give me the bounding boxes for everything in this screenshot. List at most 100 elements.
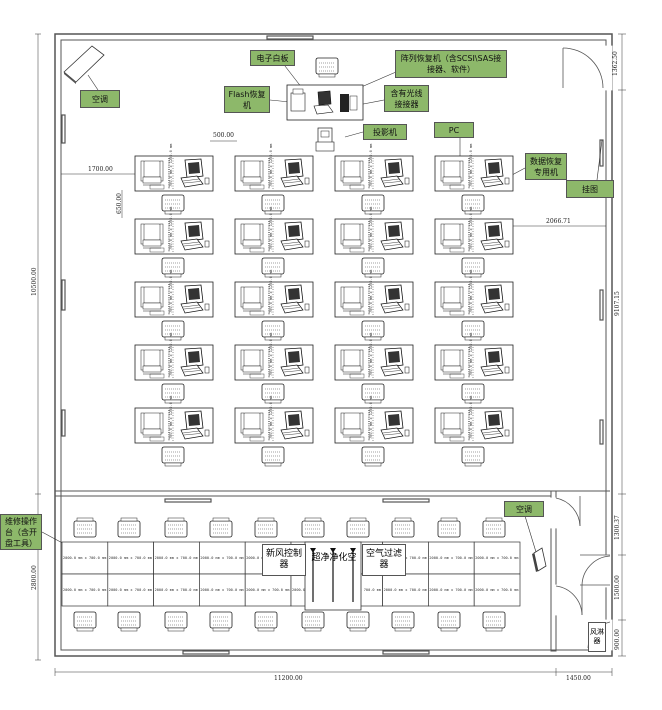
- label-whiteboard: 电子白板: [250, 50, 295, 66]
- ac-unit-bottom: [532, 547, 547, 572]
- dim-11200: 11200.00: [274, 675, 303, 682]
- bench-size-label: 2000.0 mm x 700.0 mm: [155, 556, 198, 560]
- bench-cell: [428, 541, 475, 575]
- desk-size-label: 700.0 mm x 1200.0 mm: [169, 333, 173, 376]
- bench-chair-top: [391, 517, 415, 538]
- server-station: [286, 84, 364, 121]
- desk-size-label: 700.0 mm x 1200.0 mm: [269, 144, 273, 187]
- projector: [315, 127, 335, 152]
- desk-chair: [261, 257, 285, 278]
- desk-size-label: 700.0 mm x 1200.0 mm: [469, 333, 473, 376]
- bench-size-label: 2000.0 mm x 700.0 mm: [155, 588, 198, 592]
- desk-size-label: 700.0 mm x 1200.0 mm: [469, 207, 473, 250]
- bench-cell: [244, 573, 292, 607]
- desk-size-label: 700.0 mm x 1200.0 mm: [469, 396, 473, 439]
- label-ac-bottom: 空调: [504, 501, 544, 517]
- bench-size-label: 2000.0 mm x 700.0 mm: [246, 588, 289, 592]
- window-marks: [61, 35, 604, 655]
- bench-chair-bottom: [437, 611, 461, 632]
- bench-size-label: 2000.0 mm x 700.0 mm: [63, 588, 106, 592]
- desk-size-label: 700.0 mm x 1200.0 mm: [469, 270, 473, 313]
- dim-650: 650.00: [116, 193, 123, 214]
- workstation-desk: [134, 344, 214, 381]
- workstation-desk: [334, 407, 414, 444]
- desk-chair: [361, 257, 385, 278]
- dim-1362: 1362.50: [612, 51, 619, 76]
- desk-size-label: 700.0 mm x 1200.0 mm: [369, 270, 373, 313]
- label-repair-bench: 维修操作台（含开盘工具）: [0, 514, 42, 550]
- label-recovery-machine: 数据恢复专用机: [525, 153, 567, 180]
- bench-chair-bottom: [164, 611, 188, 632]
- desk-size-label: 700.0 mm x 1200.0 mm: [369, 207, 373, 250]
- bench-cell: [473, 573, 521, 607]
- bench-chair-bottom: [482, 611, 506, 632]
- desk-chair: [261, 446, 285, 467]
- bench-cell: [61, 573, 109, 607]
- bench-cell: [61, 541, 109, 575]
- dim-10500: 10500.00: [31, 267, 38, 296]
- bench-chair-bottom: [254, 611, 278, 632]
- desk-chair: [361, 320, 385, 341]
- workstation-desk: [434, 344, 514, 381]
- desk-chair: [161, 446, 185, 467]
- workstation-desk: [234, 344, 314, 381]
- desk-chair: [461, 320, 485, 341]
- workstation-desk: [334, 344, 414, 381]
- label-projector: 投影机: [363, 124, 407, 140]
- workstation-desk: [434, 155, 514, 192]
- workstation-desk: [434, 281, 514, 318]
- bench-chair-bottom: [391, 611, 415, 632]
- desk-chair: [261, 194, 285, 215]
- bench-cell: [153, 541, 200, 575]
- purifier-devices: [304, 541, 362, 611]
- bench-size-label: 2000.0 mm x 700.0 mm: [200, 556, 243, 560]
- bench-chair-top: [164, 517, 188, 538]
- bench-chair-bottom: [301, 611, 325, 632]
- dim-1500: 1500.00: [614, 575, 621, 600]
- dim-9107: 9107.15: [614, 291, 621, 316]
- desk-chair: [261, 383, 285, 404]
- bench-cell: [107, 541, 154, 575]
- bench-cell: [199, 573, 246, 607]
- dim-2066: 2066.71: [546, 218, 571, 225]
- bench-size-label: 2000.0 mm x 700.0 mm: [429, 556, 472, 560]
- desk-chair: [361, 446, 385, 467]
- air-filter: 空气过滤器: [362, 544, 406, 576]
- desk-chair: [161, 383, 185, 404]
- dim-1700: 1700.00: [88, 166, 113, 173]
- label-flash-recovery: Flash恢复机: [224, 86, 270, 113]
- bench-chair-bottom: [117, 611, 141, 632]
- workstation-desk: [134, 407, 214, 444]
- bench-size-label: 2000.0 mm x 700.0 mm: [109, 556, 152, 560]
- desk-chair: [361, 383, 385, 404]
- workstation-desk: [234, 218, 314, 255]
- desk-chair: [461, 257, 485, 278]
- bench-size-label: 2000.0 mm x 700.0 mm: [200, 588, 243, 592]
- bench-chair-top: [346, 517, 370, 538]
- bench-chair-bottom: [73, 611, 97, 632]
- workstation-desk: [134, 218, 214, 255]
- bench-cell: [199, 541, 246, 575]
- bench-size-label: 2000.0 mm x 700.0 mm: [429, 588, 472, 592]
- desk-size-label: 700.0 mm x 1200.0 mm: [369, 333, 373, 376]
- bench-chair-top: [254, 517, 278, 538]
- desk-size-label: 700.0 mm x 1200.0 mm: [269, 270, 273, 313]
- workstation-desk: [134, 155, 214, 192]
- bench-cell: [107, 573, 154, 607]
- fresh-air-controller: 新风控制器: [262, 544, 306, 576]
- desk-chair: [461, 194, 485, 215]
- workstation-grid: 700.0 mm x 1200.0 mm 700.0 mm x 1200.0 mm…: [134, 144, 514, 467]
- desk-chair: [361, 194, 385, 215]
- dim-900: 900.00: [614, 629, 621, 650]
- clean-purifier-label: 超净净化空: [311, 552, 357, 563]
- bench-chair-top: [73, 517, 97, 538]
- bench-size-label: 2000.0 mm x 700.0 mm: [475, 556, 518, 560]
- bench-chair-top: [482, 517, 506, 538]
- desk-size-label: 700.0 mm x 1200.0 mm: [369, 144, 373, 187]
- desk-size-label: 700.0 mm x 1200.0 mm: [269, 396, 273, 439]
- desk-size-label: 700.0 mm x 1200.0 mm: [169, 207, 173, 250]
- workstation-desk: [334, 155, 414, 192]
- bench-cell: [473, 541, 521, 575]
- workstation-desk: [434, 218, 514, 255]
- bench-size-label: 2000.0 mm x 700.0 mm: [475, 588, 518, 592]
